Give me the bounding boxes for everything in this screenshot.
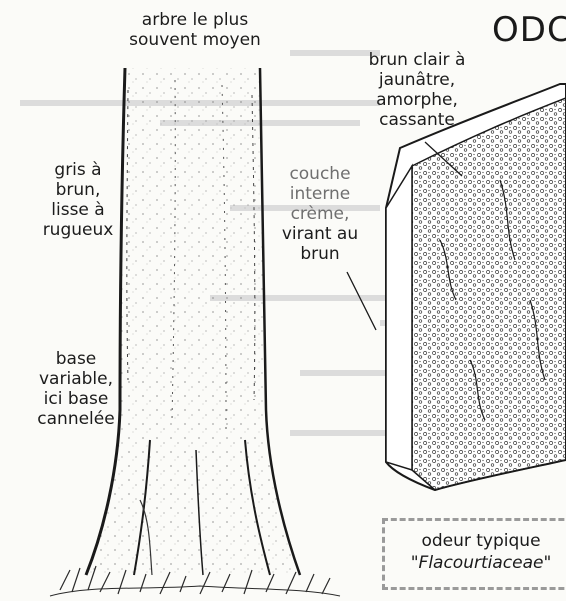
label-tree-size: arbre le plus souvent moyen (110, 10, 280, 50)
bark-slab (386, 84, 566, 490)
section-title: ODC (492, 10, 566, 50)
odor-line-1: odeur typique (386, 530, 566, 552)
label-trunk-base: base variable, ici base cannelée (30, 349, 122, 429)
odor-line-2: "Flacourtiaceae" (386, 552, 566, 574)
odor-callout: odeur typique "Flacourtiaceae" (386, 530, 566, 574)
label-bark-surface: gris à brun, lisse à rugueux (38, 160, 118, 240)
label-inner-layer: couche interne crème, virant au brun (270, 164, 370, 264)
tree-trunk (86, 68, 300, 575)
label-outer-bark: brun clair à jaunâtre, amorphe, cassante (352, 50, 482, 130)
